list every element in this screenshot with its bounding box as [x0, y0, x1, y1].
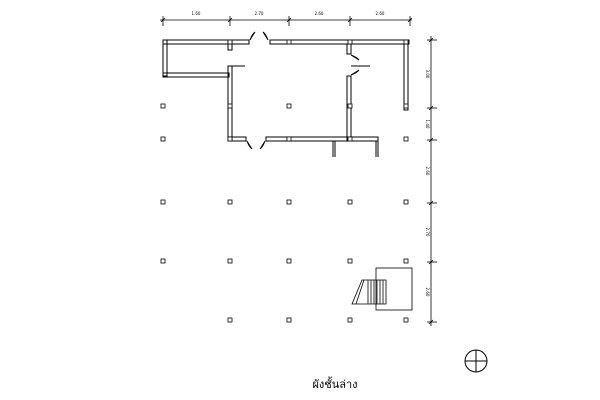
dim-right-5: 2.60	[425, 288, 430, 297]
plan-title: ผังชั้นล่าง	[312, 376, 357, 391]
dim-top-2: 2.70	[255, 11, 264, 16]
column	[227, 258, 233, 264]
column	[160, 103, 166, 109]
column	[227, 136, 233, 142]
column	[286, 103, 292, 109]
top-dimension-line	[160, 16, 413, 26]
column	[347, 103, 353, 109]
dim-top-4: 2.60	[376, 11, 385, 16]
column	[160, 258, 166, 264]
column	[347, 258, 353, 264]
column	[403, 103, 409, 109]
column	[347, 317, 353, 323]
column	[286, 136, 292, 142]
column	[160, 199, 166, 205]
column	[227, 39, 233, 45]
column	[403, 258, 409, 264]
dim-top-1: 1.60	[192, 11, 201, 16]
column	[347, 136, 353, 142]
north-arrow-icon	[464, 349, 488, 373]
column	[286, 317, 292, 323]
walls	[162, 39, 410, 157]
column	[286, 258, 292, 264]
right-dimension-line	[427, 36, 437, 326]
column	[286, 39, 292, 45]
column	[227, 103, 233, 109]
column	[286, 199, 292, 205]
dim-right-2: 1.40	[425, 120, 430, 129]
column	[403, 39, 409, 45]
columns	[160, 39, 409, 323]
column	[227, 317, 233, 323]
dim-right-1: 3.00	[425, 70, 430, 79]
column	[347, 39, 353, 45]
column	[403, 317, 409, 323]
doors	[246, 31, 360, 150]
column	[347, 199, 353, 205]
dim-top-3: 2.60	[315, 11, 324, 16]
stair	[351, 267, 413, 311]
column	[403, 199, 409, 205]
dim-right-4: 2.70	[425, 228, 430, 237]
column	[227, 199, 233, 205]
column	[160, 136, 166, 142]
dim-right-3: 2.60	[425, 167, 430, 176]
column	[403, 136, 409, 142]
